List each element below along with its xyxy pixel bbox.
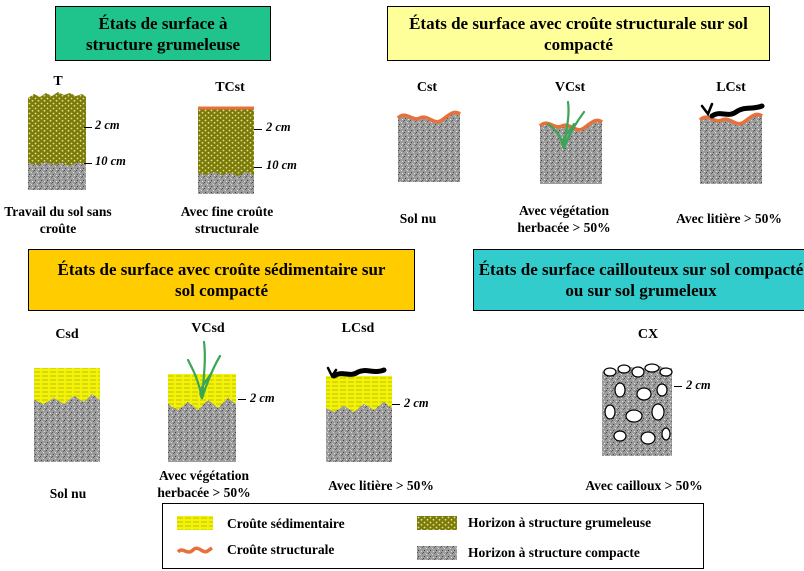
profile-T-diagram (28, 92, 86, 190)
legend-swatch-structurale (177, 546, 213, 554)
profile-code-LCst: LCst (716, 80, 746, 95)
grass-icon (546, 100, 586, 150)
profile-LCst-diagram (698, 102, 765, 184)
caption-Csd: Sol nu (49, 486, 87, 501)
grass-icon (186, 340, 222, 400)
profile-code-Csd: Csd (55, 327, 79, 342)
profile-CX-diagram (602, 363, 673, 456)
grumeleux-horizon (28, 92, 86, 166)
litter-icon (326, 366, 387, 379)
profile-code-TCst: TCst (215, 80, 245, 95)
group-title-croute-structurale: États de surface avec croûte structurale… (387, 6, 770, 61)
profile-code-CX: CX (637, 327, 659, 342)
depth-tick-CX (674, 386, 682, 387)
profile-LCsd-diagram (326, 366, 392, 462)
depth-tick-TCst-2cm (254, 129, 262, 130)
depth-label-T-2cm: 2 cm (95, 118, 120, 132)
profile-Csd-diagram (34, 368, 100, 462)
profile-code-Cst: Cst (416, 80, 438, 95)
profile-VCsd-diagram (168, 340, 236, 462)
caption-LCsd: Avec litière > 50% (328, 478, 434, 493)
depth-label-VCsd: 2 cm (250, 391, 275, 405)
depth-tick-VCsd (238, 399, 246, 400)
profile-code-VCst: VCst (554, 80, 586, 95)
legend-swatch-grumeleux (417, 516, 457, 530)
profile-code-VCsd: VCsd (191, 321, 225, 336)
group-title-caillouteux: États de surface caillouteux sur sol com… (473, 249, 804, 311)
profile-code-T: T (53, 74, 63, 89)
caption-Cst: Sol nu (399, 211, 437, 226)
compact-horizon (28, 162, 86, 190)
depth-label-TCst-2cm: 2 cm (266, 120, 291, 134)
depth-tick-TCst-10cm (254, 167, 262, 168)
profile-Cst-diagram (396, 110, 461, 182)
legend-swatch-compact (417, 546, 457, 560)
legend-label-structurale: Croûte structurale (227, 542, 335, 557)
profile-code-LCsd: LCsd (341, 321, 375, 336)
profile-TCst-diagram (198, 106, 254, 194)
group-title-croute-sedimentaire: États de surface avec croûte sédimentair… (28, 249, 415, 311)
depth-label-LCsd: 2 cm (404, 396, 429, 410)
depth-tick-T-10cm (84, 163, 92, 164)
depth-tick-LCsd (392, 404, 400, 405)
legend-label-compact: Horizon à structure compacte (468, 545, 640, 560)
legend-swatch-sedimentaire (177, 516, 213, 530)
caption-CX: Avec cailloux > 50% (585, 478, 703, 493)
caption-TCst: Avec fine croûte structurale (180, 204, 274, 236)
legend-label-sedimentaire: Croûte sédimentaire (227, 516, 345, 531)
caption-VCst: Avec végétation herbacée > 50% (517, 203, 611, 235)
pebbles (603, 363, 673, 445)
litter-icon (700, 102, 765, 119)
depth-tick-T-2cm (84, 127, 92, 128)
profile-VCst-diagram (538, 100, 603, 184)
depth-label-CX: 2 cm (686, 378, 711, 392)
depth-label-TCst-10cm: 10 cm (266, 158, 297, 172)
group-title-grumeleuse: États de surface à structure grumeleuse (55, 6, 271, 61)
depth-label-T-10cm: 10 cm (95, 154, 126, 168)
caption-LCst: Avec litière > 50% (676, 211, 782, 226)
legend: Croûte sédimentaire Croûte structurale H… (162, 503, 704, 569)
caption-T: Travail du sol sans croûte (4, 204, 112, 236)
legend-label-grumeleux: Horizon à structure grumeleuse (468, 515, 652, 530)
caption-VCsd: Avec végétation herbacée > 50% (157, 468, 251, 500)
